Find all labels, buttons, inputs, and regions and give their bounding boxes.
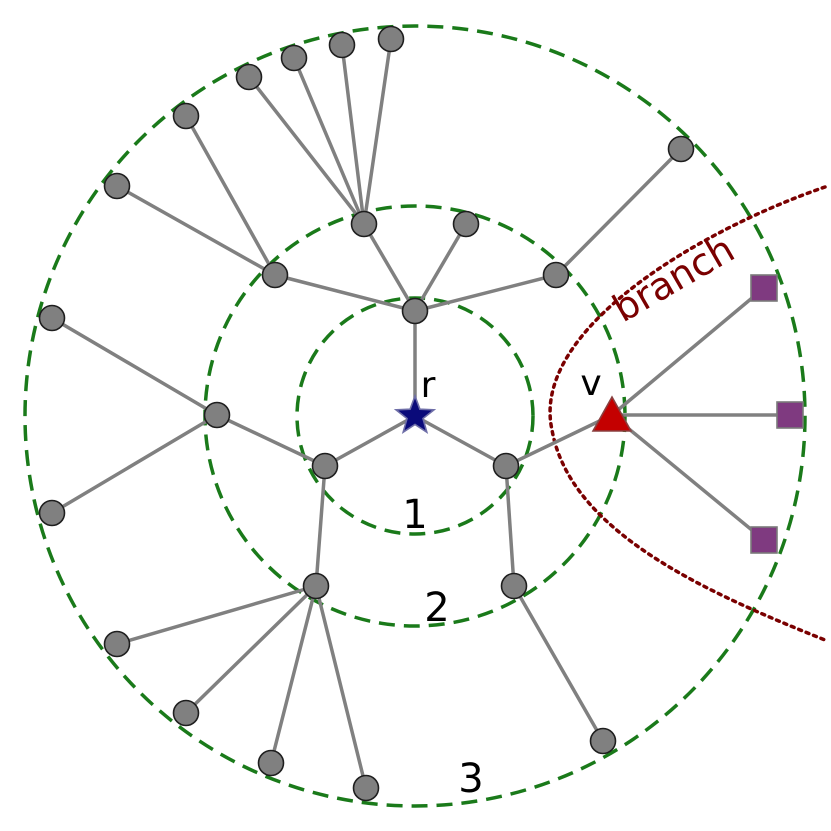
tree-node [203, 401, 231, 429]
edge [504, 413, 614, 468]
tree-node [38, 304, 66, 332]
edge [314, 464, 327, 588]
edge [184, 584, 318, 715]
branch-leaf-node [776, 401, 804, 429]
ring-3-label: 3 [458, 756, 483, 802]
ring-2-label: 2 [424, 585, 449, 631]
branch-label: branch [605, 227, 741, 331]
tree-node [492, 452, 520, 480]
vertex-v-triangle-node [591, 395, 633, 432]
tree-node [377, 25, 405, 53]
edge [362, 37, 393, 226]
edge [115, 584, 318, 646]
edge [340, 43, 366, 226]
edge [184, 114, 277, 277]
tree-node [401, 297, 429, 325]
edge [314, 584, 368, 790]
edges [50, 37, 792, 790]
ring-3 [23, 24, 807, 808]
edge [269, 584, 318, 765]
tree-node [500, 572, 528, 600]
tree-node [452, 210, 480, 238]
edge [512, 584, 605, 743]
branch-boundary-curve [548, 185, 827, 642]
edge [413, 414, 508, 468]
tree-node [328, 31, 356, 59]
tree-node [667, 135, 695, 163]
tree-node [542, 261, 570, 289]
edge [610, 286, 766, 417]
edge [215, 413, 327, 468]
edge [554, 147, 683, 277]
edge [247, 75, 366, 226]
branch-leaf-node [750, 274, 778, 302]
tree-node [257, 749, 285, 777]
root-label: r [421, 365, 436, 406]
tree-node [103, 172, 131, 200]
edge [610, 413, 766, 542]
edge [50, 413, 219, 515]
edge [115, 184, 277, 277]
tree-node [311, 452, 339, 480]
branch-leaves [750, 274, 804, 554]
vertex-label: v [580, 363, 601, 404]
tree-node [350, 210, 378, 238]
tree-node [172, 102, 200, 130]
tree-node [38, 499, 66, 527]
tree-node [172, 699, 200, 727]
nodes [38, 25, 695, 802]
ring-1-label: 1 [402, 492, 427, 538]
edge [413, 222, 468, 313]
edge [504, 464, 516, 588]
root-star-node [393, 393, 437, 435]
tree-node [235, 63, 263, 91]
edge [323, 414, 417, 468]
tree-node [261, 261, 289, 289]
edge [273, 273, 417, 313]
branch-leaf-node [750, 526, 778, 554]
edge [292, 56, 366, 226]
tree-node [589, 727, 617, 755]
edge [362, 222, 417, 313]
tree-node [280, 44, 308, 72]
tree-node [302, 572, 330, 600]
edge [50, 316, 219, 417]
edge [413, 273, 558, 313]
tree-node [352, 774, 380, 802]
tree-node [103, 630, 131, 658]
